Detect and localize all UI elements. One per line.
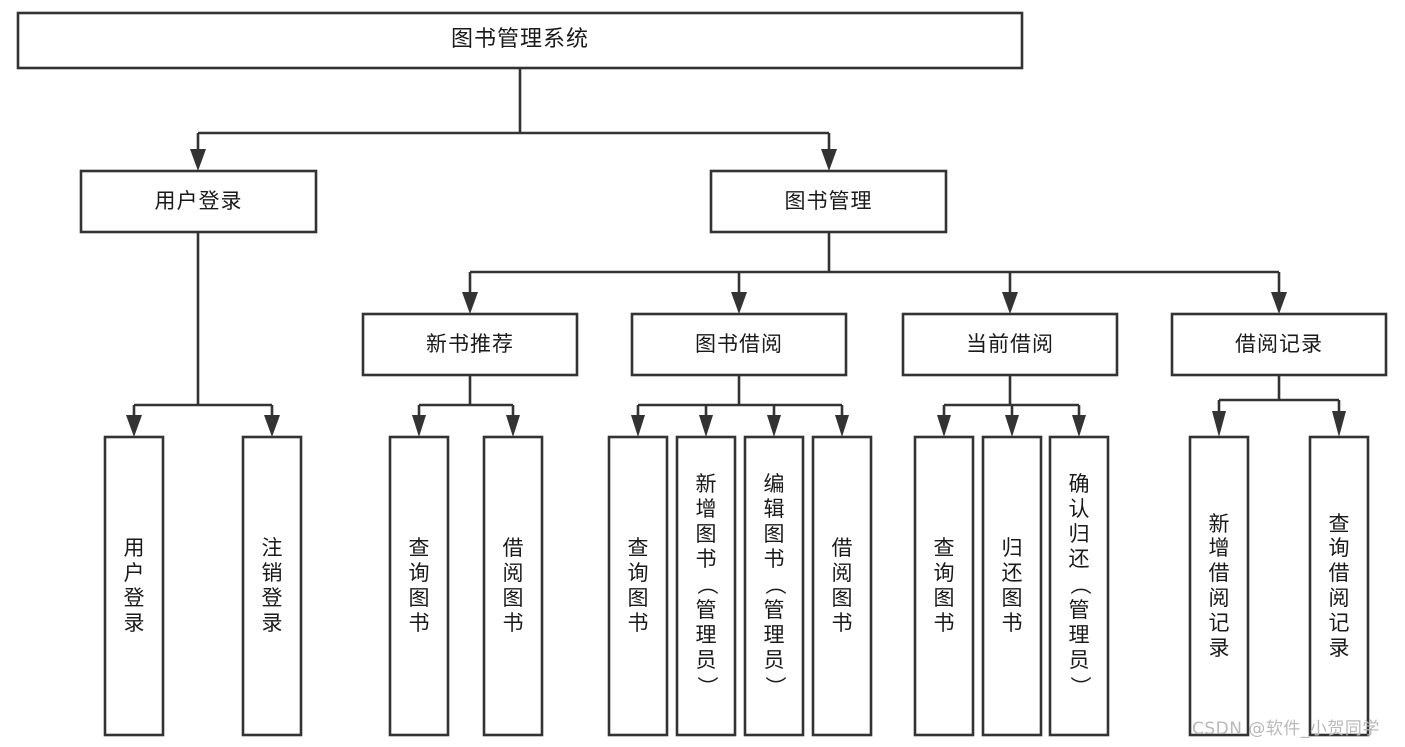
arrowhead-leaf-return-book (1005, 415, 1019, 437)
arrowhead-leaf-borrow-book-2 (835, 415, 849, 437)
node-box-user-login[interactable] (79, 169, 318, 234)
arrowhead-current-borrow (1002, 292, 1018, 314)
node-label-current-borrow: 当前借阅 (966, 331, 1054, 356)
node-label-leaf-borrow-book-1: 借阅图书 (502, 536, 524, 635)
node-label-leaf-return-book: 归还图书 (1001, 536, 1023, 635)
node-label-leaf-logout-login: 注销登录 (261, 536, 283, 635)
arrowhead-borrow-record (1271, 292, 1287, 314)
node-label-leaf-borrow-book-2: 借阅图书 (831, 536, 853, 635)
watermark-text: CSDN @软件_小贺同学 (1192, 719, 1380, 739)
node-label-new-book-recommend: 新书推荐 (426, 331, 514, 356)
arrowhead-leaf-query-book-3 (937, 415, 951, 437)
node-box-leaf-query-record[interactable] (1308, 435, 1370, 737)
node-label-leaf-confirm-return: 确认归还（管理员） (1067, 472, 1092, 697)
node-label-leaf-add-book: 新增图书（管理员） (694, 472, 719, 697)
node-label-book-borrow: 图书借阅 (695, 331, 783, 356)
node-label-user-login: 用户登录 (154, 188, 243, 213)
arrowhead-book-management (821, 149, 837, 171)
node-box-leaf-logout-login[interactable] (241, 435, 303, 737)
arrowhead-user-login (190, 149, 206, 171)
node-label-leaf-add-record: 新增借阅记录 (1208, 511, 1230, 660)
arrowhead-leaf-user-login (126, 415, 142, 437)
node-label-root: 图书管理系统 (450, 27, 589, 53)
node-box-current-borrow[interactable] (901, 312, 1119, 377)
node-label-leaf-query-book-2: 查询图书 (627, 536, 649, 635)
arrowhead-leaf-borrow-book-1 (506, 415, 520, 437)
node-box-leaf-add-record[interactable] (1188, 435, 1250, 737)
node-box-leaf-borrow-book-1[interactable] (482, 435, 544, 737)
arrowhead-leaf-add-record (1212, 411, 1226, 437)
arrowhead-leaf-query-book-2 (631, 415, 645, 437)
node-box-leaf-return-book[interactable] (981, 435, 1043, 737)
arrowhead-new-book-recommend (462, 292, 478, 314)
node-label-leaf-user-login: 用户登录 (123, 536, 145, 635)
node-label-leaf-query-book-3: 查询图书 (933, 536, 955, 635)
node-label-leaf-edit-book: 编辑图书（管理员） (762, 472, 787, 697)
node-box-leaf-borrow-book-2[interactable] (811, 435, 873, 737)
node-box-leaf-user-login[interactable] (103, 435, 165, 737)
node-label-book-management: 图书管理 (784, 188, 873, 213)
node-box-new-book-recommend[interactable] (361, 312, 579, 377)
arrowhead-leaf-query-record (1332, 411, 1346, 437)
arrowhead-leaf-logout-login (264, 415, 280, 437)
node-box-root[interactable] (16, 11, 1024, 70)
arrowhead-leaf-query-book-1 (412, 415, 426, 437)
arrowhead-leaf-confirm-return (1072, 415, 1086, 437)
node-label-leaf-query-book-1: 查询图书 (408, 536, 430, 635)
node-box-leaf-add-book[interactable] (675, 435, 737, 737)
node-box-leaf-query-book-3[interactable] (913, 435, 975, 737)
arrowhead-leaf-edit-book (767, 415, 781, 437)
node-label-borrow-record: 借阅记录 (1235, 331, 1323, 356)
node-box-leaf-query-book-2[interactable] (607, 435, 669, 737)
arrowhead-leaf-add-book (699, 415, 713, 437)
node-box-leaf-query-book-1[interactable] (388, 435, 450, 737)
node-label-leaf-query-record: 查询借阅记录 (1328, 511, 1350, 660)
node-box-leaf-confirm-return[interactable] (1048, 435, 1110, 737)
arrowhead-book-borrow (731, 292, 747, 314)
